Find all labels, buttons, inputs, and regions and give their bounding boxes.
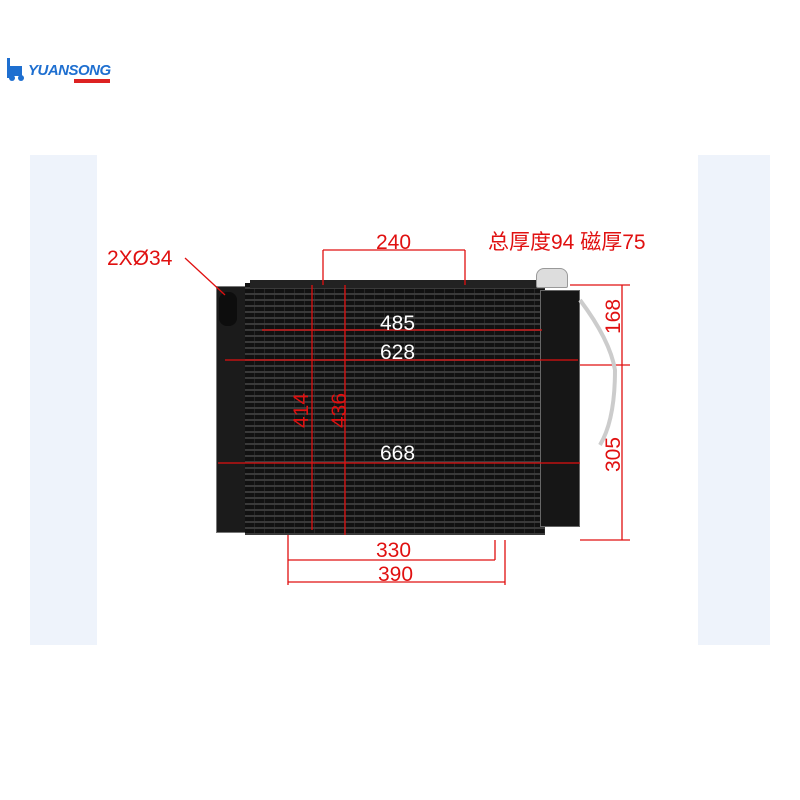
- overflow-hose: [578, 298, 618, 447]
- dim-line-240: [322, 249, 466, 285]
- logo-text: YUANSONG: [28, 62, 111, 79]
- top-bar: [250, 280, 545, 288]
- forklift-icon: [7, 58, 24, 81]
- inlet-pipe: [219, 292, 237, 326]
- label-390: 390: [378, 563, 414, 586]
- label-414: 414: [290, 392, 314, 429]
- background-panel-left: [30, 155, 97, 645]
- leader-line: [184, 257, 226, 296]
- radiator-core: [245, 283, 545, 535]
- right-tank: [540, 290, 580, 527]
- label-436: 436: [328, 392, 352, 429]
- label-330: 330: [376, 539, 412, 562]
- label-628: 628: [380, 341, 416, 364]
- filler-cap: [536, 268, 568, 288]
- dim-line-right: [570, 284, 630, 541]
- dim-line-bottom: [287, 535, 506, 585]
- label-thickness: 总厚度94 磁厚75: [488, 231, 646, 254]
- label-485: 485: [380, 312, 416, 335]
- brand-logo: YUANSONG: [4, 56, 114, 86]
- label-305: 305: [602, 436, 626, 473]
- label-168: 168: [602, 298, 626, 335]
- label-668: 668: [380, 442, 416, 465]
- logo-underline: [74, 79, 110, 83]
- background-panel-right: [698, 155, 770, 645]
- label-240: 240: [376, 231, 412, 254]
- label-inlet-outlet: 2XØ34: [107, 247, 173, 270]
